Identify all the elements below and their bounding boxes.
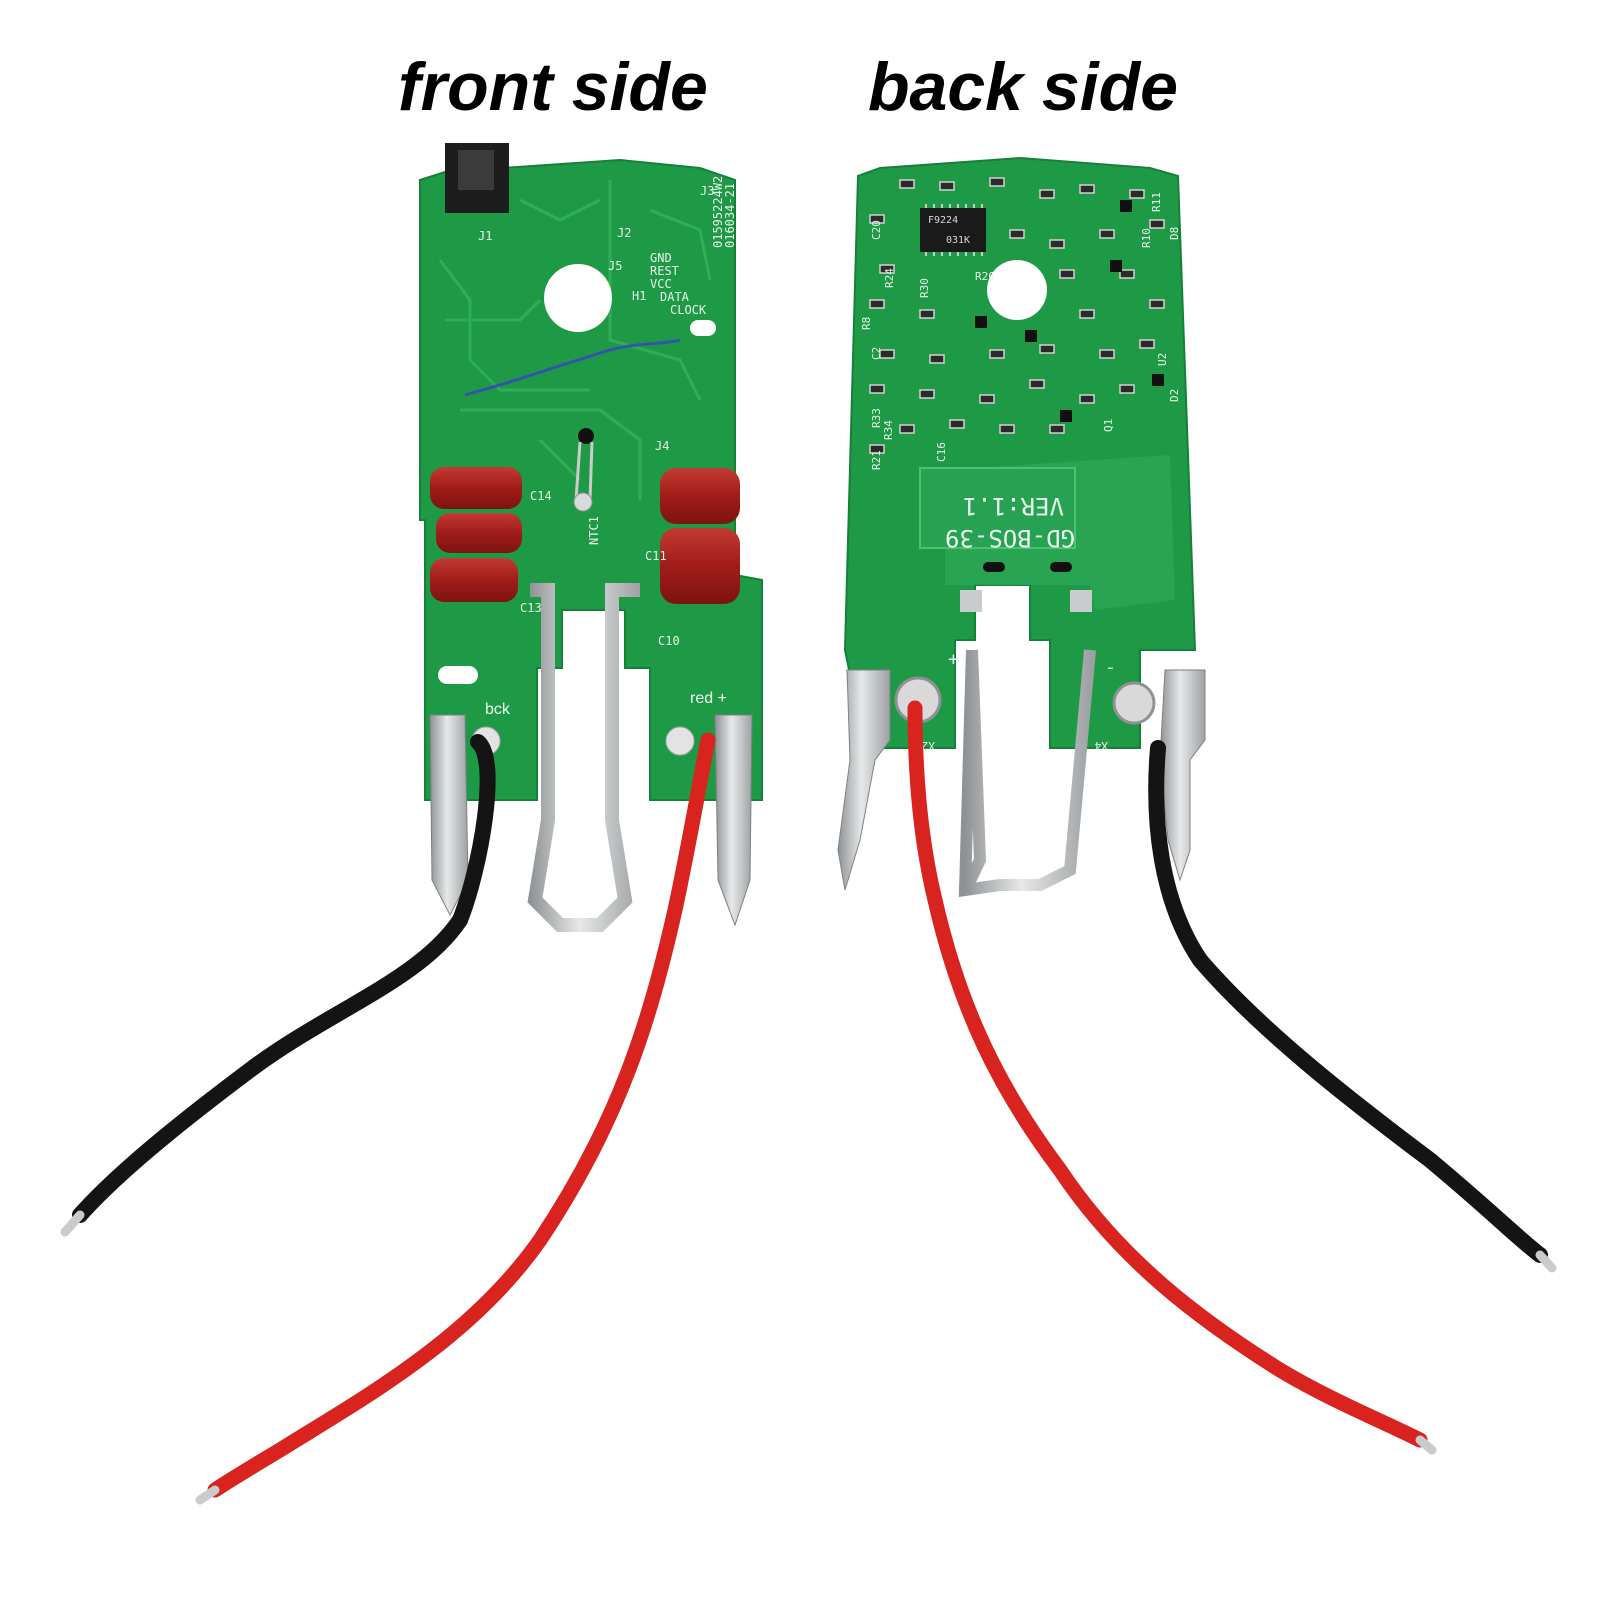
label-plus: + xyxy=(948,649,959,670)
label-j2: J2 xyxy=(617,226,631,240)
label-r26: R26 xyxy=(975,270,995,283)
front-mount-hole xyxy=(544,264,612,332)
label-d8: D8 xyxy=(1168,227,1181,240)
label-c20: C20 xyxy=(870,220,883,240)
label-x4: X4 xyxy=(1094,739,1108,752)
front-contact-spring xyxy=(527,583,640,932)
label-c13: C13 xyxy=(520,601,542,615)
label-q1: Q1 xyxy=(1102,419,1115,432)
label-pin-clock: CLOCK xyxy=(670,303,707,317)
transistors xyxy=(975,200,1164,422)
capacitor-c13 xyxy=(430,558,518,602)
front-board: J1 J2 J3 J4 J5 01595224W2 016034-21 GND … xyxy=(60,143,763,1505)
front-red-wire xyxy=(207,732,716,1498)
label-r33: R33 xyxy=(870,408,883,428)
back-mount-hole xyxy=(987,260,1047,320)
label-bck: bck xyxy=(485,701,511,718)
ntc-sensor xyxy=(578,428,594,444)
back-contact-spring xyxy=(958,649,1096,897)
front-side-heading: front side xyxy=(398,49,708,125)
label-pin-rest: REST xyxy=(650,264,679,278)
label-c11: C11 xyxy=(645,549,667,563)
label-c10: C10 xyxy=(658,634,680,648)
label-c16: C16 xyxy=(935,442,948,462)
label-pin-data: DATA xyxy=(660,290,690,304)
label-d2: D2 xyxy=(1168,389,1181,402)
label-red-plus: red + xyxy=(690,690,727,707)
label-r30: R30 xyxy=(918,278,931,298)
label-h1: H1 xyxy=(632,289,646,303)
label-pin-gnd: GND xyxy=(650,251,672,265)
back-left-terminal xyxy=(837,669,891,891)
label-model: GD-BOS-39 xyxy=(945,524,1075,552)
label-pin-vcc: VCC xyxy=(650,277,672,291)
label-part-no-1: 01595224W2 xyxy=(711,176,725,248)
label-chip: F9224 xyxy=(928,215,958,226)
pen-mark xyxy=(464,338,681,397)
label-c14: C14 xyxy=(530,489,552,503)
label-ntc: NTC1 xyxy=(587,516,601,545)
back-board: F9224 031K R8 R21 R24 R26 R30 xyxy=(837,156,1557,1455)
front-traces xyxy=(438,180,712,500)
label-version: VER:1.1 xyxy=(963,492,1064,520)
label-r11: R11 xyxy=(1150,192,1163,212)
back-side-heading: back side xyxy=(868,49,1178,125)
label-r10: R10 xyxy=(1140,228,1153,248)
capacitor-c11 xyxy=(660,468,740,524)
back-red-wire xyxy=(907,700,1428,1448)
label-minus: - xyxy=(1105,657,1116,678)
label-j3: J3 xyxy=(700,184,714,198)
capacitor-c14 xyxy=(430,467,522,509)
label-x2: X2 xyxy=(922,739,935,752)
label-r21: R21 xyxy=(870,450,883,470)
front-red-terminal xyxy=(714,714,753,927)
front-slot xyxy=(690,320,716,336)
front-black-terminal xyxy=(429,714,469,917)
back-label-box xyxy=(919,467,1076,549)
main-ic-chip xyxy=(920,208,986,252)
label-r34: R34 xyxy=(882,420,895,440)
label-j1: J1 xyxy=(478,229,492,243)
label-j4: J4 xyxy=(655,439,669,453)
front-slot-2 xyxy=(438,666,478,684)
label-r8: R8 xyxy=(860,317,873,330)
label-r24: R24 xyxy=(883,268,896,288)
back-black-wire xyxy=(1148,740,1548,1263)
capacitor-c10 xyxy=(660,528,740,604)
label-part-no-2: 016034-21 xyxy=(723,183,737,248)
label-u2: U2 xyxy=(1156,353,1169,366)
back-minus-pad xyxy=(1112,681,1156,725)
label-j5: J5 xyxy=(608,259,622,273)
smd-components xyxy=(869,177,1165,454)
capacitor-left-2 xyxy=(436,513,522,553)
front-black-wire xyxy=(72,734,496,1223)
label-c2: C2 xyxy=(870,347,883,360)
label-chip-code: 031K xyxy=(946,235,970,246)
